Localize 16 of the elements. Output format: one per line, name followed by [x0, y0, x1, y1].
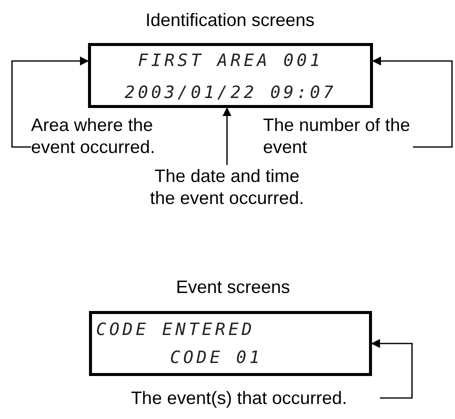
callout-text: Area where the event occurred.	[31, 114, 181, 158]
callout-text: The number of the event	[263, 114, 413, 158]
display-text: CODE 01	[170, 348, 263, 368]
leader-line	[222, 107, 232, 165]
leader-line	[11, 56, 89, 148]
callout-text: The date and time the event occurred.	[142, 165, 312, 209]
lcd-screen	[89, 311, 372, 376]
screen-heading: Identification screens	[144, 9, 316, 31]
display-text: FIRST AREA 001	[136, 51, 324, 71]
display-text: 2003/01/22 09:07	[124, 83, 338, 103]
leader-line	[372, 56, 453, 148]
lcd-screen	[88, 43, 373, 108]
display-text: CODE ENTERED	[96, 320, 255, 340]
leader-line	[371, 339, 413, 399]
screen-heading: Event screens	[174, 276, 292, 298]
callout-text: The event(s) that occurred.	[98, 387, 380, 409]
